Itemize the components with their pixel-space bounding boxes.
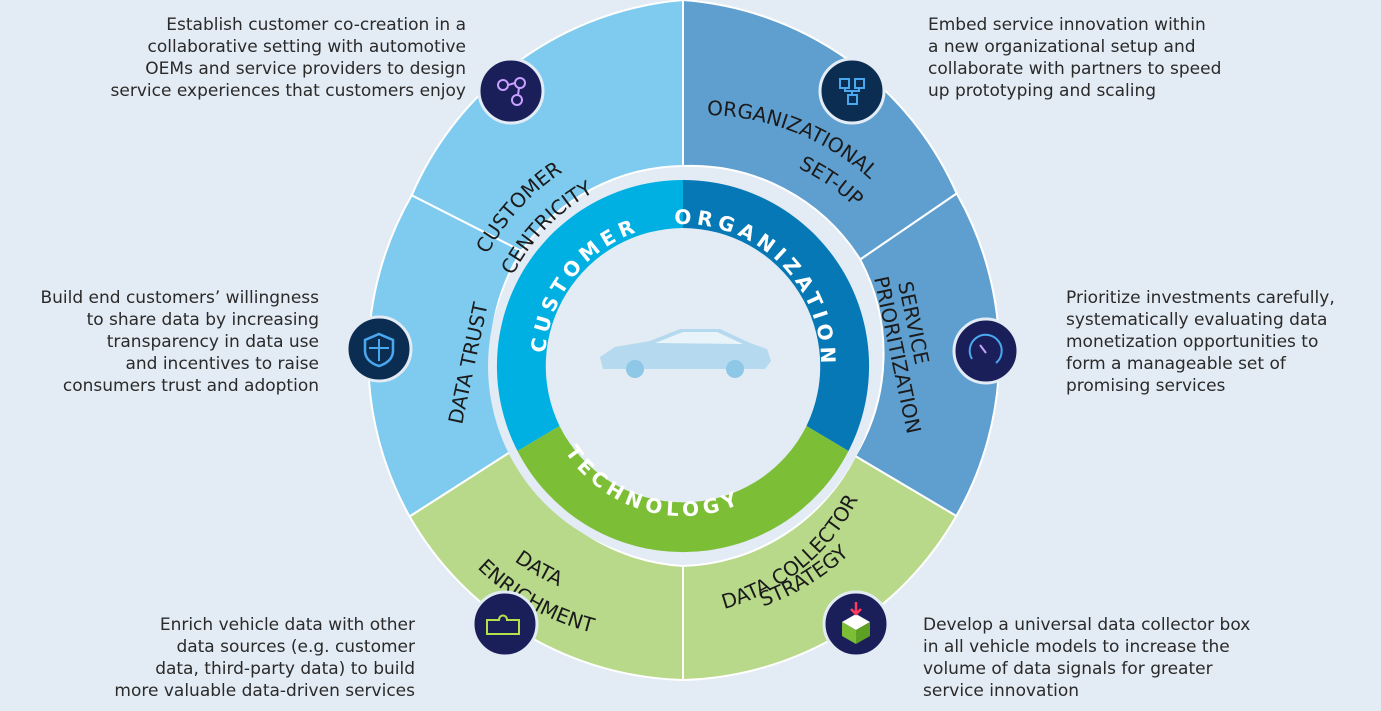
customer-centricity-description: Establish customer co-creation in a coll… <box>110 15 466 101</box>
organization-inner-segment[interactable] <box>683 179 870 451</box>
service-prioritization-segment[interactable] <box>853 192 1001 518</box>
outer-ring <box>367 0 1001 682</box>
data-trust-description: Build end customers’ willingness to shar… <box>40 288 319 396</box>
service-prioritization-description: Prioritize investments carefully, system… <box>1066 288 1335 396</box>
puzzle-icon[interactable] <box>471 590 539 658</box>
customer-centricity-segment[interactable] <box>410 0 684 253</box>
org-chart-icon[interactable] <box>818 57 886 125</box>
data-collector-description: Develop a universal data collector box i… <box>923 615 1251 701</box>
car-icon <box>600 329 771 378</box>
gauge-icon[interactable] <box>952 317 1020 385</box>
customer-inner-segment[interactable] <box>496 179 683 451</box>
shield-icon[interactable] <box>345 315 413 383</box>
network-people-icon[interactable] <box>477 57 545 125</box>
inner-ring <box>496 179 870 553</box>
organizational-setup-segment[interactable] <box>682 0 958 261</box>
box-download-icon[interactable] <box>822 590 890 658</box>
data-collector-segment[interactable] <box>682 454 958 682</box>
data-enrichment-description: Enrich vehicle data with other data sour… <box>114 615 415 701</box>
technology-inner-segment[interactable] <box>517 426 849 553</box>
organizational-setup-description: Embed service innovation within a new or… <box>928 15 1222 101</box>
